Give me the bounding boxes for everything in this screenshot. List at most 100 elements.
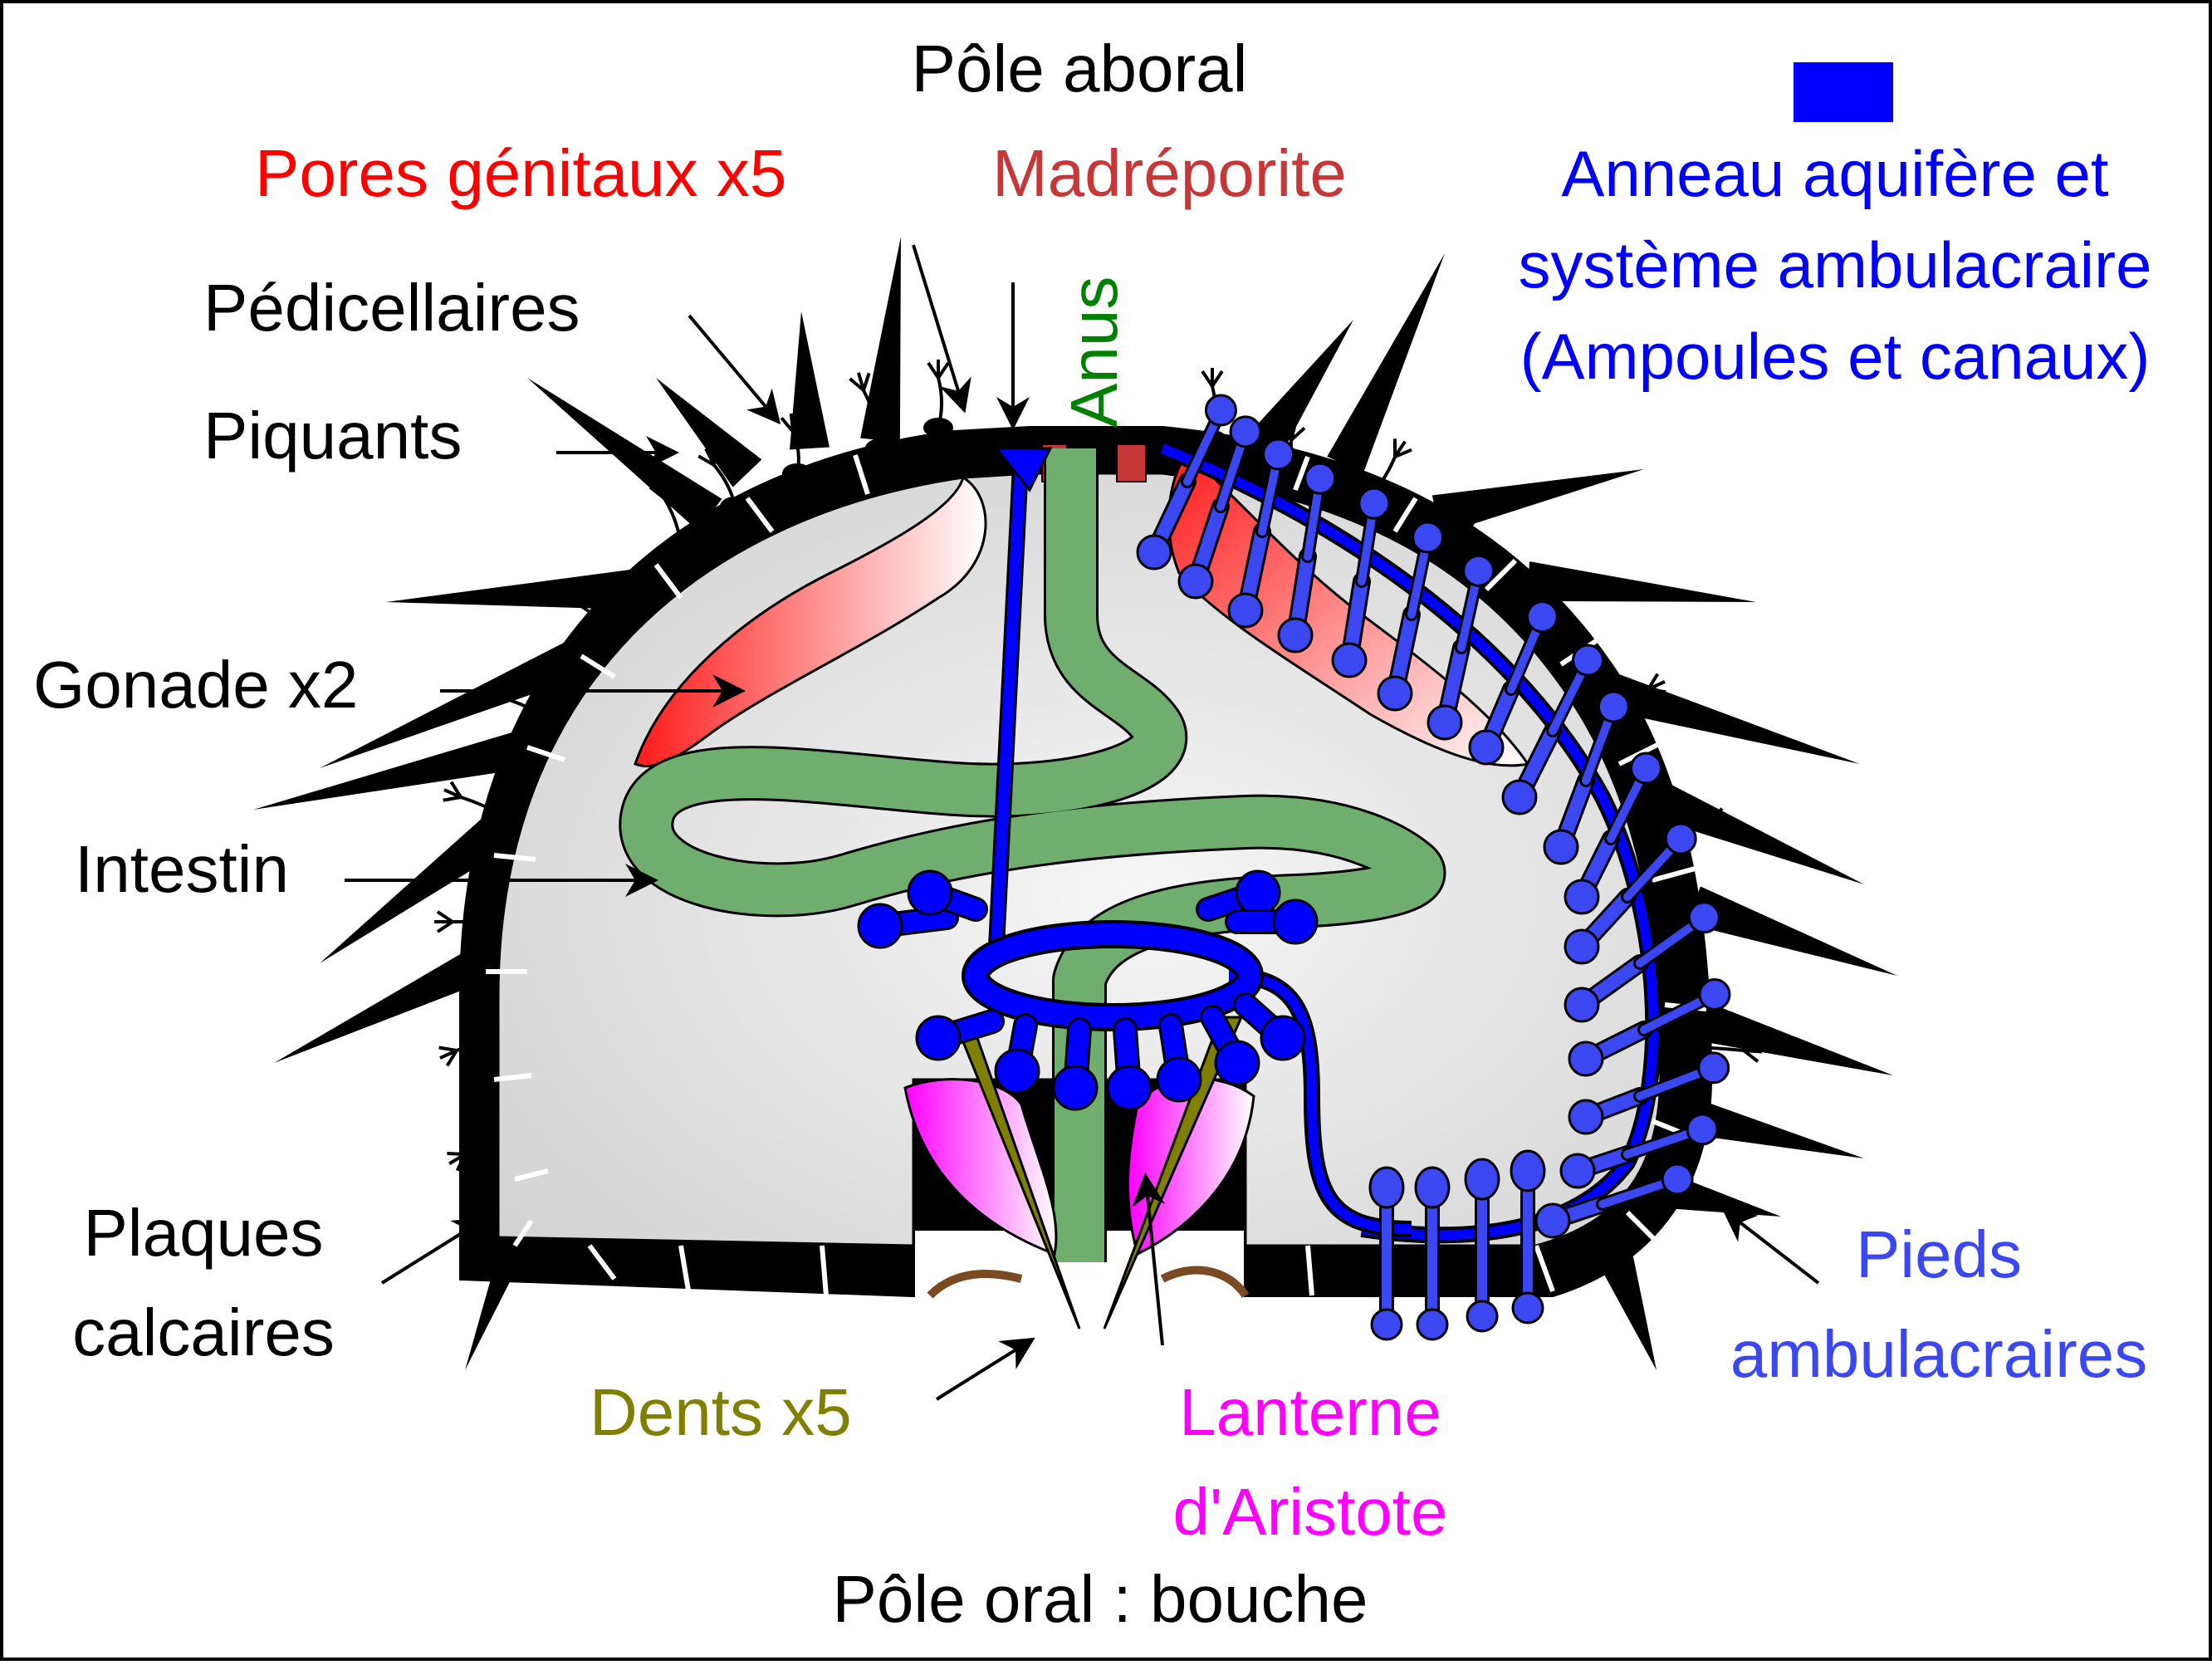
plaque-joint: [678, 1245, 692, 1296]
spine-piquant: [1672, 1093, 1864, 1158]
label-intestin: Intestin: [75, 832, 289, 906]
ampoule-bulbe: [1568, 1041, 1604, 1077]
arrow-icon: [1132, 1173, 1166, 1346]
ventouse: [1262, 438, 1295, 471]
plaque-joint: [745, 497, 775, 533]
ventouse: [1687, 901, 1720, 934]
ventouse: [1597, 690, 1630, 723]
arrow-icon: [912, 244, 971, 414]
ventouse: [1697, 1051, 1730, 1085]
ampoule-bulbe: [1568, 1099, 1604, 1135]
pieds-ambulacraires-group: [1136, 394, 1731, 1341]
arrow-icon: [380, 1217, 487, 1285]
plaque-joint: [1534, 1244, 1555, 1293]
ventouse: [1204, 394, 1237, 427]
ampoule-bulbe: [1510, 1149, 1546, 1192]
ventouse: [1412, 521, 1445, 554]
plaque-joint: [580, 654, 616, 679]
ampoule-bulbe: [1564, 879, 1600, 915]
plaque-joint: [512, 1219, 534, 1247]
label-pieds-2: ambulacraires: [1730, 1317, 2147, 1391]
ampoules-anneau: [857, 869, 1319, 1111]
plaque-joint: [493, 853, 536, 862]
label-lanterne-1: Lanterne: [1179, 1375, 1441, 1449]
spine-piquant: [1644, 778, 1864, 884]
ampoule-bulbe: [1177, 563, 1214, 600]
label-pedicellaires: Pédicellaires: [203, 271, 580, 345]
ampoule-bulbe: [1534, 1202, 1571, 1239]
ventouse: [1466, 1300, 1499, 1333]
spine-piquant: [253, 727, 536, 810]
spine-piquant: [1245, 320, 1353, 460]
spine-piquant: [274, 937, 507, 1063]
ampoule-bulbe: [1331, 642, 1368, 678]
ventouse: [1664, 822, 1697, 855]
lanterne-d-aristote: [903, 1077, 1255, 1256]
plaque-joint: [653, 563, 683, 600]
ampoule-bulbe: [1543, 829, 1579, 865]
arrow-icon: [1721, 1208, 1820, 1285]
pedicellaire-pince: [438, 1046, 458, 1067]
spine-piquant: [320, 814, 511, 963]
ampoule-bulbe: [1468, 729, 1505, 766]
spine-piquant: [1696, 1001, 1893, 1075]
pedicellaire-pince: [434, 910, 454, 933]
plaque-joint: [587, 1244, 617, 1281]
systeme-aquifere: [962, 440, 1662, 1244]
intestin-fill: [621, 448, 1443, 1262]
pedicellaire-pince: [1730, 906, 1750, 929]
pedicellaire-pince: [1559, 575, 1579, 595]
label-pole-aboral: Pôle aboral: [912, 32, 1248, 105]
ventouse: [1686, 1113, 1719, 1146]
ventouse: [1511, 1291, 1544, 1325]
ampoule-bulbe: [1559, 1153, 1596, 1189]
label-anneau-2: système ambulacraire: [1519, 228, 2152, 301]
pedicellaire-pince: [849, 372, 871, 392]
pedicellaire-pince: [1647, 673, 1666, 694]
ventouse: [1229, 415, 1262, 448]
ventouse: [1462, 554, 1495, 587]
spine-piquant: [386, 570, 633, 610]
label-pores-genitaux: Pores génitaux x5: [255, 136, 786, 210]
label-anus: Anus: [1057, 277, 1131, 428]
ventouse: [1370, 1308, 1403, 1341]
plaque-joint: [514, 1168, 549, 1182]
pedicellaire-pince: [927, 360, 950, 380]
ampoule-bulbe: [1414, 1166, 1451, 1209]
arrows: [345, 244, 1820, 1401]
ampoule-bulbe: [1368, 1166, 1405, 1209]
pedicellaire-pince: [648, 480, 671, 500]
spine-piquant: [1327, 253, 1445, 474]
spine-piquant: [860, 237, 901, 443]
pedicellaire-pince: [1742, 1040, 1763, 1063]
label-anneau-3: (Ampoules et canaux): [1520, 320, 2151, 393]
label-piquants: Piquants: [203, 399, 462, 473]
label-plaques-1: Plaques: [83, 1196, 323, 1270]
ampoule-bulbe: [1464, 1158, 1500, 1201]
ampoule-bulbe: [1136, 534, 1172, 571]
ventouse: [1358, 487, 1391, 520]
label-gonade: Gonade x2: [33, 648, 358, 722]
pedicellaire-pince: [563, 588, 583, 608]
plaque-joint: [1305, 1245, 1314, 1296]
plaque-joint: [1293, 455, 1310, 492]
pedicellaire-pince: [697, 447, 718, 467]
pedicellaire-pince: [1393, 438, 1412, 458]
label-pole-oral: Pôle oral : bouche: [833, 1562, 1368, 1636]
ampoule-bulbe: [1377, 675, 1413, 712]
spine-piquant: [1431, 469, 1644, 535]
ampoule-bulbe: [1501, 779, 1538, 815]
plaque-joint: [1484, 558, 1518, 592]
ventouse: [1629, 752, 1662, 785]
pedicellaire-pince: [1283, 422, 1306, 442]
plaque-joint: [526, 745, 565, 762]
pedicellaire-pince: [1476, 497, 1496, 517]
label-anneau-1: Anneau aquifère et: [1561, 137, 2109, 210]
label-madreporite: Madréporite: [992, 136, 1347, 210]
label-lanterne-2: d'Aristote: [1173, 1475, 1448, 1549]
ventouse: [1661, 1163, 1694, 1196]
legend-swatch: [1794, 62, 1893, 122]
plaque-joint: [820, 1245, 829, 1296]
arrow-icon: [935, 1337, 1035, 1401]
